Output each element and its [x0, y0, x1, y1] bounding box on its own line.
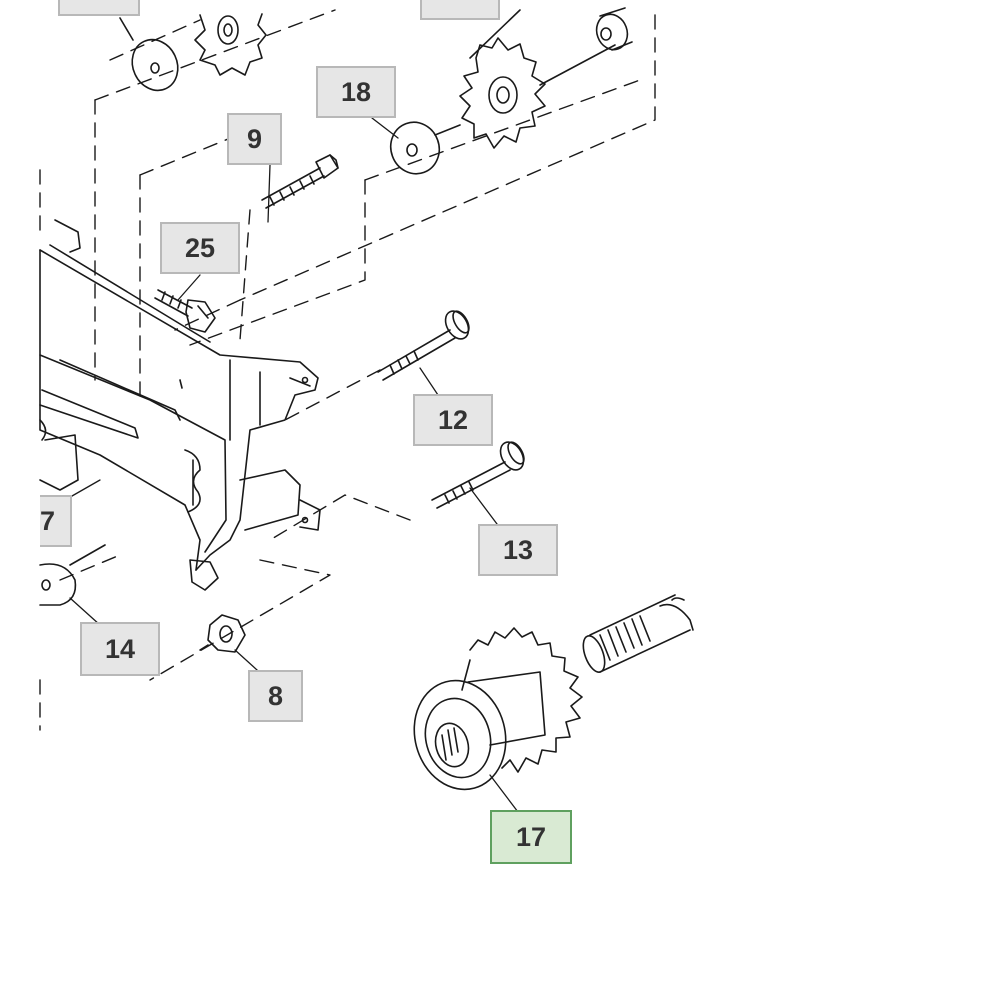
callout-9[interactable]: 9 — [227, 113, 282, 165]
bolt-12 — [377, 310, 470, 381]
callout-label: 8 — [267, 680, 284, 711]
callout-clipped-top-center[interactable] — [420, 0, 500, 20]
callout-label: 7 — [40, 505, 56, 536]
sprocket-top — [459, 9, 616, 149]
callout-17[interactable]: 17 — [490, 810, 572, 864]
callout-7[interactable]: 7 — [40, 495, 72, 547]
callout-8[interactable]: 8 — [248, 670, 303, 722]
callout-clipped-top-left[interactable] — [58, 0, 140, 16]
callout-label: 13 — [502, 534, 534, 565]
callout-label: 12 — [437, 404, 469, 435]
callout-13[interactable]: 13 — [478, 524, 558, 576]
spacer-top-right — [595, 7, 633, 51]
callout-label: 17 — [515, 821, 547, 852]
callout-label: 9 — [246, 123, 263, 154]
washer-14 — [39, 544, 106, 606]
assembly-guide-lines — [39, 9, 656, 731]
callout-25[interactable]: 25 — [160, 222, 240, 274]
nut-8 — [199, 614, 246, 653]
callout-18[interactable]: 18 — [316, 66, 396, 118]
washer-18 — [389, 121, 461, 175]
bolt-25 — [154, 289, 216, 333]
washer-top-left — [119, 17, 179, 92]
sprocket-hub-17 — [413, 627, 583, 791]
bolt-9 — [261, 154, 339, 209]
callout-12[interactable]: 12 — [413, 394, 493, 446]
callout-label: 25 — [184, 232, 216, 263]
bolt-13 — [431, 441, 525, 509]
splined-shaft — [582, 594, 694, 673]
main-bracket — [39, 219, 321, 591]
callout-14[interactable]: 14 — [80, 622, 160, 676]
callout-label: 18 — [340, 76, 372, 107]
sprocket-top-left — [194, 13, 267, 76]
callout-label: 14 — [104, 633, 136, 664]
